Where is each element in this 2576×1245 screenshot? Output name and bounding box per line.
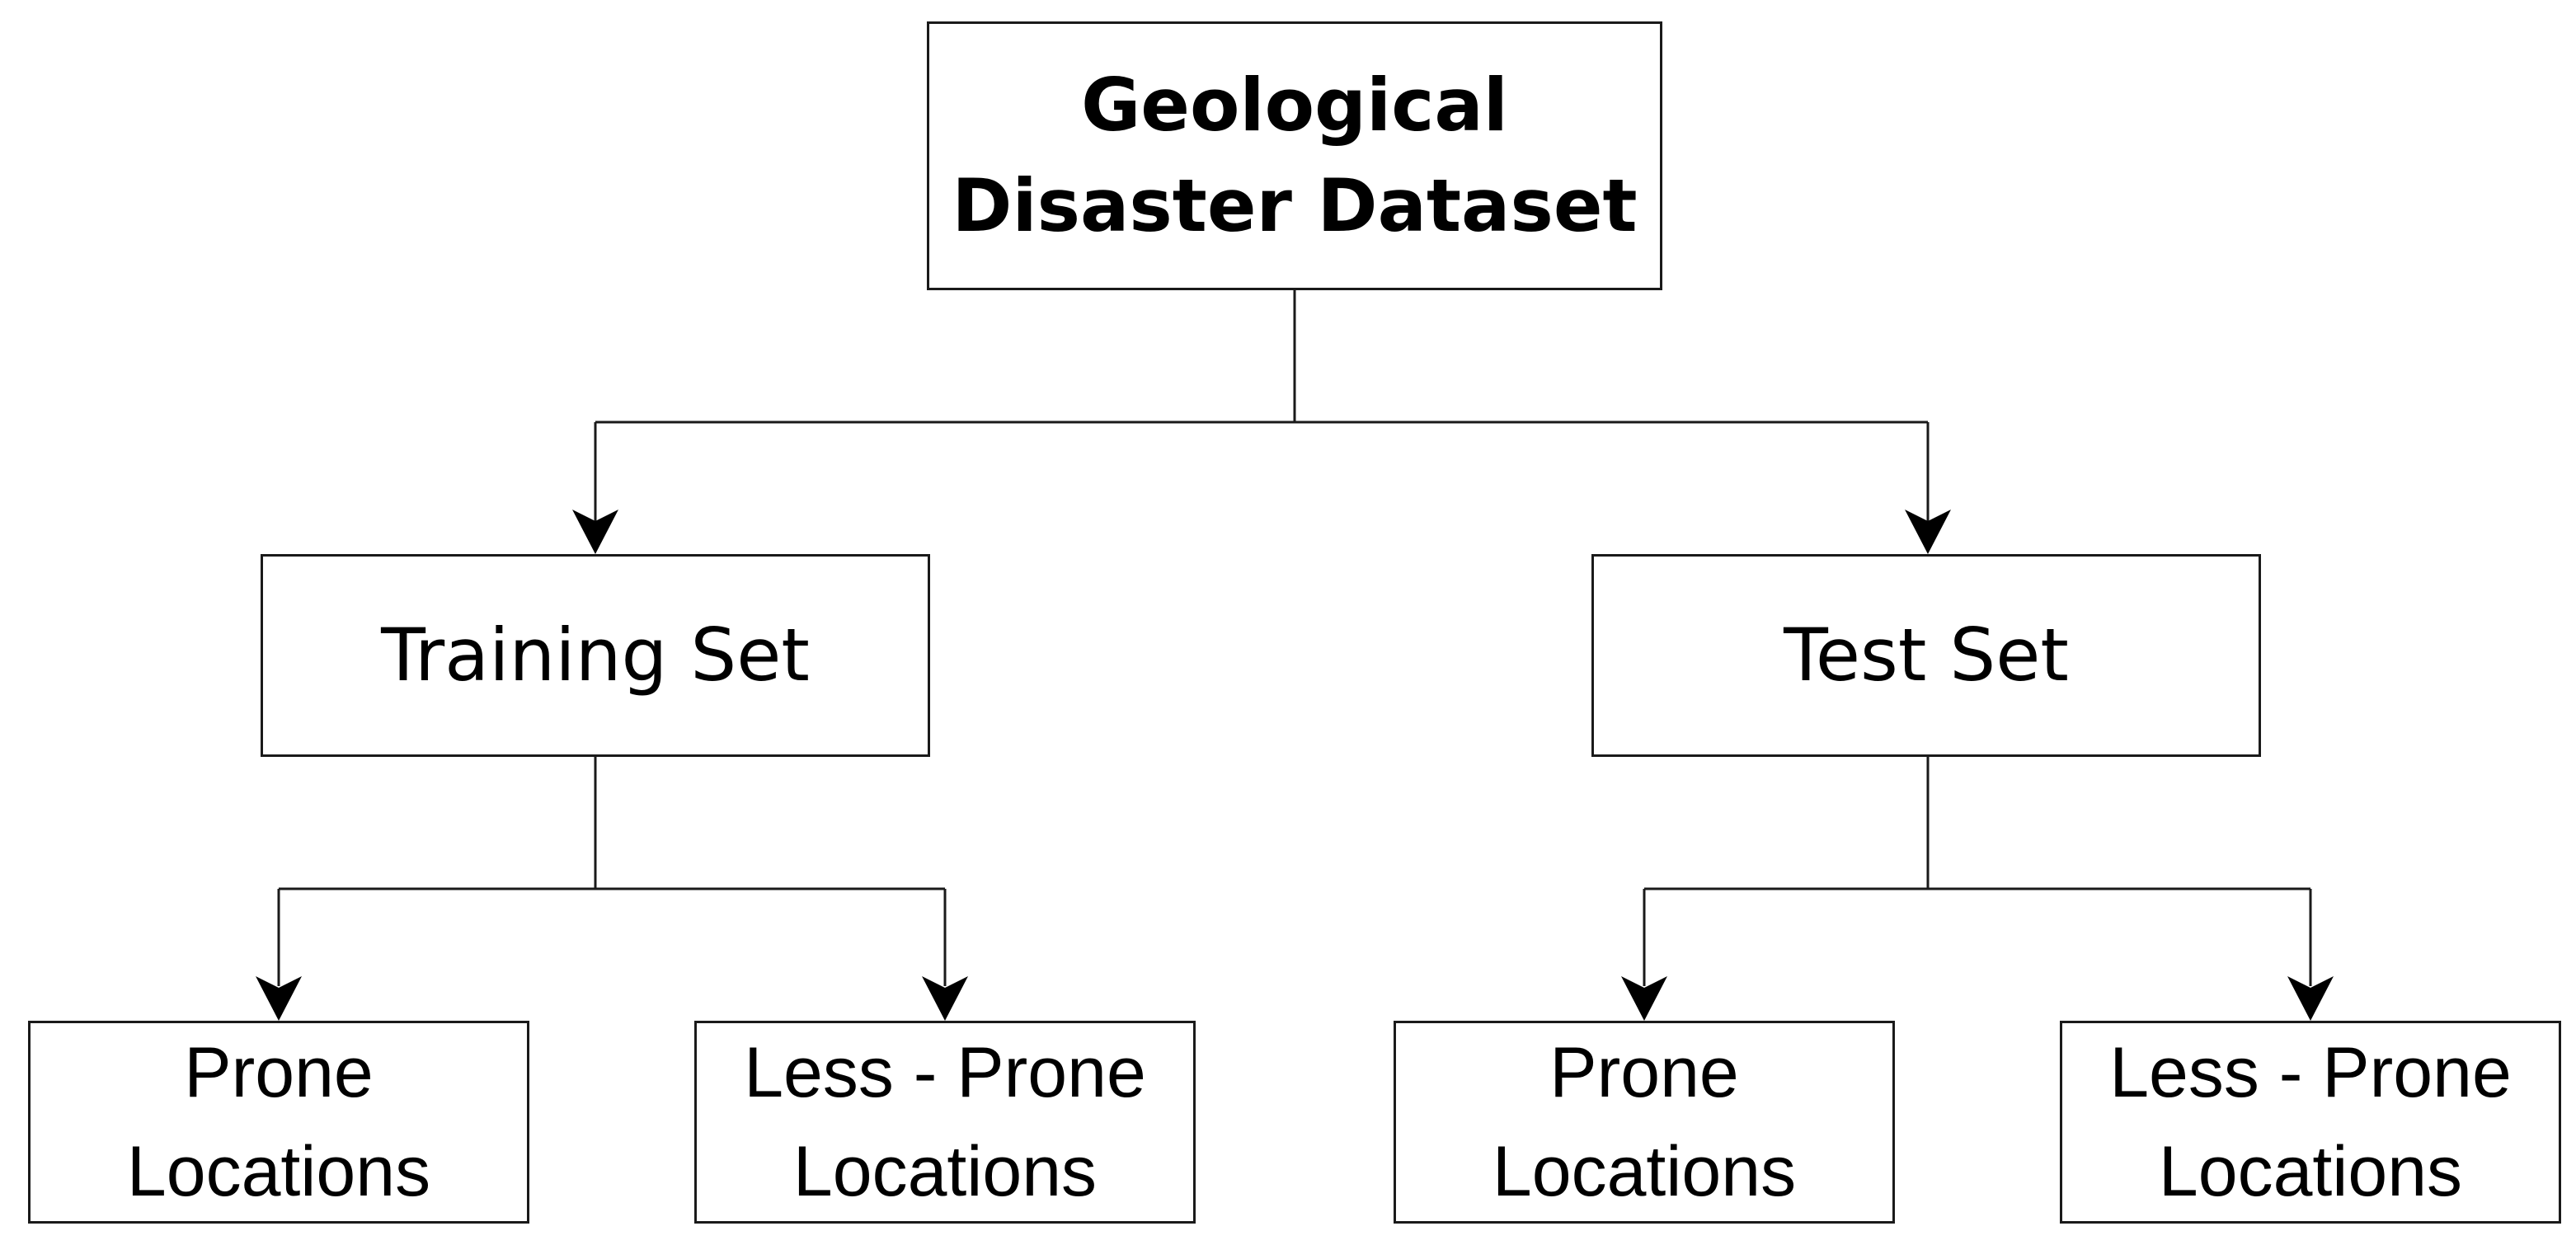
arrowhead-to-test-less-prone	[2287, 976, 2334, 1021]
training-less-prone-locations-label: Less - Prone Locations	[744, 1033, 1146, 1211]
arrowhead-to-training	[572, 510, 618, 554]
connector-test-to-leaves	[1643, 757, 2312, 986]
test-prone-locations-label: Prone Locations	[1492, 1033, 1797, 1211]
training-less-prone-locations-node: Less - Prone Locations	[694, 1021, 1196, 1224]
test-less-prone-locations-node: Less - Prone Locations	[2060, 1021, 2561, 1224]
arrowhead-to-test	[1905, 510, 1951, 554]
test-less-prone-locations-label: Less - Prone Locations	[2109, 1033, 2512, 1211]
root-node-geological-disaster-dataset: Geological Disaster Dataset	[927, 21, 1662, 290]
root-node-label: Geological Disaster Dataset	[952, 63, 1638, 248]
test-set-label: Test Set	[1784, 613, 2069, 698]
arrowhead-to-training-less-prone	[922, 976, 968, 1021]
test-set-node: Test Set	[1591, 554, 2261, 757]
training-prone-locations-label: Prone Locations	[126, 1033, 431, 1211]
training-set-node: Training Set	[261, 554, 930, 757]
test-prone-locations-node: Prone Locations	[1394, 1021, 1895, 1224]
arrowhead-to-training-prone	[256, 976, 302, 1021]
training-prone-locations-node: Prone Locations	[28, 1021, 529, 1224]
connector-root-to-sets	[594, 290, 1930, 521]
connector-training-to-leaves	[277, 757, 947, 986]
training-set-label: Training Set	[381, 613, 810, 698]
arrowhead-to-test-prone	[1621, 976, 1667, 1021]
